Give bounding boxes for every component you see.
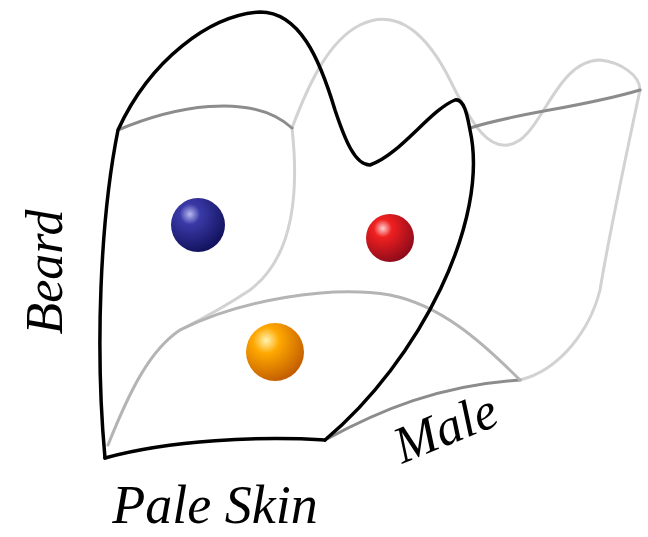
blue-sphere [171,198,225,252]
red-sphere [366,214,414,262]
orange-sphere [246,323,304,381]
axis-label: Beard [19,209,71,334]
axis-label: Pale Skin [112,478,317,532]
axis-label: Male [386,384,505,472]
